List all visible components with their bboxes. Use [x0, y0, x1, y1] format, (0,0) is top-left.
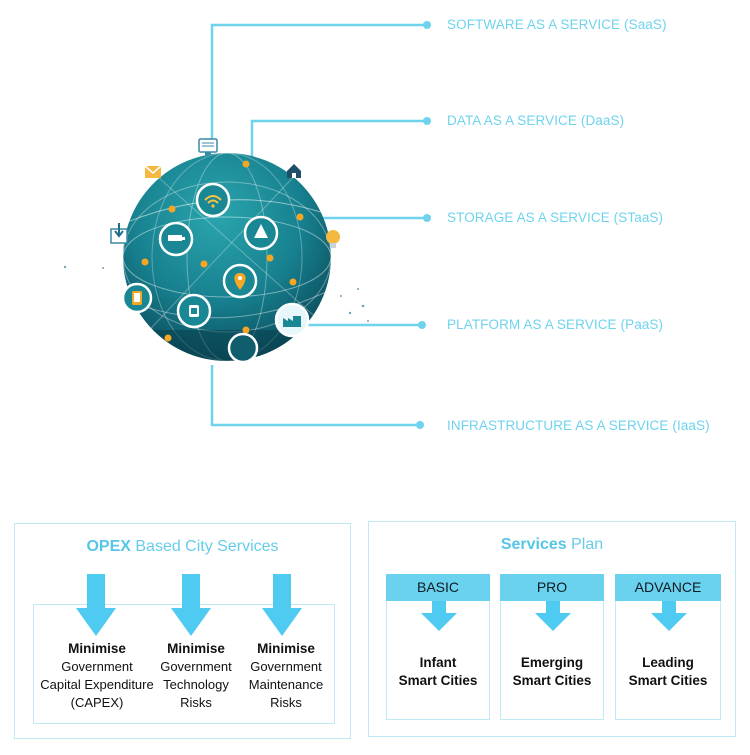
connector-daas — [250, 119, 427, 160]
plan-title-rest: Plan — [566, 536, 604, 553]
plan-tier-name: BASIC — [386, 574, 490, 601]
label-daas: DATA AS A SERVICE (DaaS) — [447, 113, 625, 128]
opex-item-line: Capital Expenditure — [40, 677, 154, 692]
monitor-icon — [198, 138, 218, 155]
opex-item-line: Government — [160, 659, 232, 674]
opex-item-line: Maintenance — [248, 677, 324, 692]
plan-tier-desc: Emerging Smart Cities — [501, 654, 603, 690]
opex-item-line: (CAPEX) — [70, 695, 124, 710]
download-icon — [110, 223, 128, 244]
opex-item-capex: Minimise Government Capital Expenditure … — [37, 640, 157, 712]
opex-title: OPEX Based City Services — [15, 538, 350, 556]
plan-tier-advance: ADVANCE Leading Smart Cities — [615, 574, 721, 720]
opex-item-maintenance: Minimise Government Maintenance Risks — [241, 640, 331, 712]
label-iaas: INFRASTRUCTURE AS A SERVICE (IaaS) — [447, 418, 710, 433]
opex-item-technology: Minimise Government Technology Risks — [151, 640, 241, 712]
down-arrow-icon — [651, 601, 687, 631]
plan-title-bold: Services — [500, 536, 567, 553]
label-staas: STORAGE AS A SERVICE (STaaS) — [447, 210, 664, 225]
label-saas: SOFTWARE AS A SERVICE (SaaS) — [447, 17, 667, 32]
opex-item-line: Government — [250, 659, 322, 674]
plan-tier-line: Infant — [419, 655, 457, 670]
globe-bottom-node — [227, 332, 259, 364]
opex-item-line: Risks — [270, 695, 302, 710]
mail-icon — [144, 165, 162, 178]
factory-icon — [274, 302, 310, 338]
opex-item-line: Government — [61, 659, 133, 674]
connector-endpoints — [416, 21, 431, 429]
orange-nodes — [141, 160, 304, 342]
plan-tier-basic: BASIC Infant Smart Cities — [386, 574, 490, 720]
particles — [63, 265, 369, 322]
bulb-icon — [326, 230, 340, 248]
label-paas: PLATFORM AS A SERVICE (PaaS) — [447, 317, 664, 332]
plan-tier-desc: Leading Smart Cities — [616, 654, 720, 690]
opex-item-line: Technology — [163, 677, 229, 692]
down-arrow-icon — [76, 574, 116, 636]
connector-saas — [210, 23, 427, 140]
opex-item-line: Risks — [180, 695, 212, 710]
plan-tier-line: Smart Cities — [512, 673, 592, 688]
plan-tier-line: Smart Cities — [398, 673, 478, 688]
opex-title-bold: OPEX — [86, 538, 131, 555]
connector-lines — [210, 23, 427, 427]
plan-tier-pro: PRO Emerging Smart Cities — [500, 574, 604, 720]
down-arrow-icon — [421, 601, 457, 631]
cloud-services-diagram — [63, 21, 431, 429]
plan-tier-name: ADVANCE — [615, 574, 721, 601]
tablet-icon — [121, 282, 153, 314]
connector-iaas — [210, 365, 420, 427]
watch-icon — [176, 293, 212, 329]
plan-title: Services Plan — [369, 536, 735, 554]
opex-item-heading: Minimise — [68, 641, 126, 656]
location-pin-icon — [222, 263, 258, 299]
plan-tier-name: PRO — [500, 574, 604, 601]
cctv-icon — [158, 221, 194, 257]
opex-item-heading: Minimise — [257, 641, 315, 656]
services-plan-panel: Services Plan BASIC Infant Smart Cities … — [368, 521, 736, 737]
opex-item-heading: Minimise — [167, 641, 225, 656]
down-arrow-icon — [171, 574, 211, 636]
plan-tier-line: Emerging — [520, 655, 584, 670]
plan-tier-line: Smart Cities — [628, 673, 708, 688]
opex-title-rest: Based City Services — [130, 538, 279, 555]
opex-panel: OPEX Based City Services Minimise Govern… — [14, 523, 351, 739]
wifi-icon — [195, 182, 231, 218]
plan-tier-desc: Infant Smart Cities — [387, 654, 489, 690]
home-icon — [287, 164, 301, 178]
down-arrow-icon — [535, 601, 571, 631]
traffic-sign-icon — [243, 215, 279, 251]
plan-tier-line: Leading — [642, 655, 694, 670]
down-arrow-icon — [262, 574, 302, 636]
